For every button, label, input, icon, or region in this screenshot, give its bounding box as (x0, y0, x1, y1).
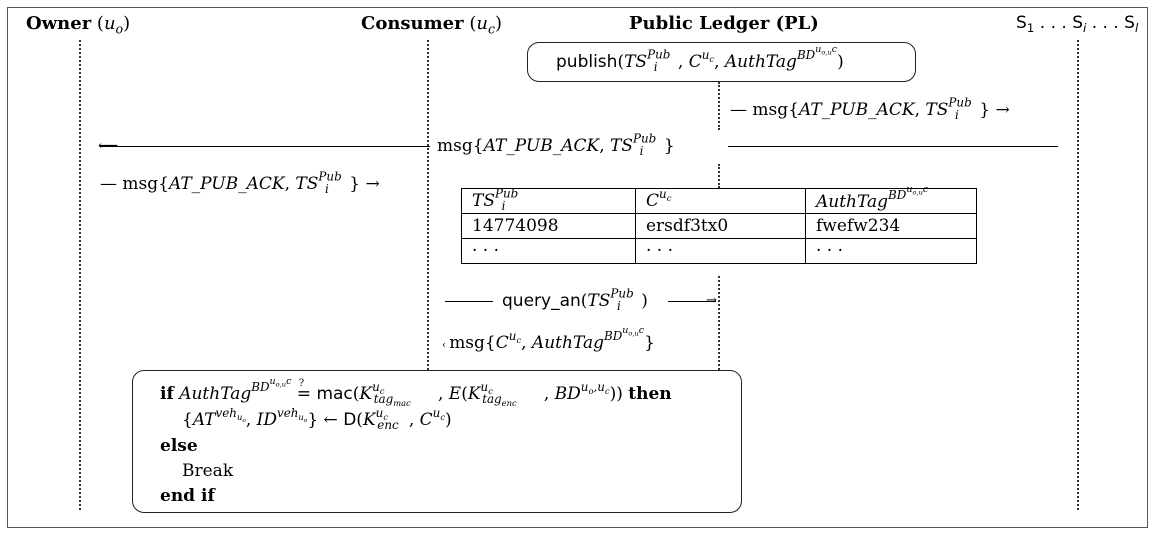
algo-decrypt-line: {ATvehuo, IDvehuo} ← D(Kucenc, Cuc) (182, 405, 452, 433)
ack-broadcast: msg{AT_PUB_ACK, TSPubi} (437, 131, 675, 159)
table-row: · · · · · · · · · (461, 238, 977, 264)
broadcast-line-left (100, 146, 430, 147)
query-line-left (445, 301, 493, 302)
table-cell: 14774098 (461, 213, 636, 239)
algo-break: Break (182, 461, 234, 481)
owner-lifeline (79, 40, 81, 510)
table-cell: ersdf3tx0 (635, 213, 806, 239)
ack-to-servers: — msg{AT_PUB_ACK, TSPubi} → (730, 95, 1010, 123)
publish-call: publish(TSPubi, Cuc, AuthTagBDuo,uc) (556, 44, 844, 75)
ledger-header: Public Ledger (PL) (629, 13, 819, 34)
ack-owner-consumer: — msg{AT_PUB_ACK, TSPubi} → (100, 169, 380, 197)
col-c: Cuc (635, 188, 806, 214)
table-cell: · · · (805, 238, 977, 264)
verification-box (132, 370, 742, 513)
diagram-frame (7, 7, 1148, 528)
owner-header: Owner (uo) (26, 13, 131, 37)
table-cell: · · · (461, 238, 636, 264)
table-row: 14774098 ersdf3tx0 fwefw234 (461, 213, 977, 239)
servers-header: S1 . . . Si . . . Sl (1016, 13, 1139, 36)
query-call: query_an(TSPubi) (502, 286, 648, 314)
col-ts: TSPubi (461, 188, 636, 214)
publish-box (527, 42, 916, 82)
ledger-lifeline-1 (718, 82, 720, 130)
algo-else: else (160, 436, 198, 456)
arrow-left-icon: ⟵ (98, 138, 119, 154)
servers-lifeline (1077, 40, 1079, 510)
table-header-row: TSPubi Cuc AuthTagBDuo,uc (461, 185, 977, 214)
broadcast-line-right (728, 146, 1058, 147)
ledger-table: TSPubi Cuc AuthTagBDuo,uc 14774098 ersdf… (461, 185, 977, 264)
arrow-right-icon: → (706, 293, 717, 308)
consumer-lifeline (427, 40, 429, 370)
query-line-right (668, 301, 716, 302)
algo-end-if: end if (160, 486, 215, 506)
ledger-lifeline-3 (718, 276, 720, 370)
algo-if-line: if AuthTagBDuo,uc =? mac(Kuctagmac, E(Ku… (160, 376, 672, 409)
reply-msg: ‹ msg{Cuc, AuthTagBDuo,uc} (442, 325, 655, 353)
consumer-header: Consumer (uc) (361, 13, 503, 37)
col-authtag: AuthTagBDuo,uc (805, 185, 977, 214)
table-cell: · · · (635, 238, 806, 264)
ledger-lifeline-2 (718, 164, 720, 188)
table-cell: fwefw234 (805, 213, 977, 239)
